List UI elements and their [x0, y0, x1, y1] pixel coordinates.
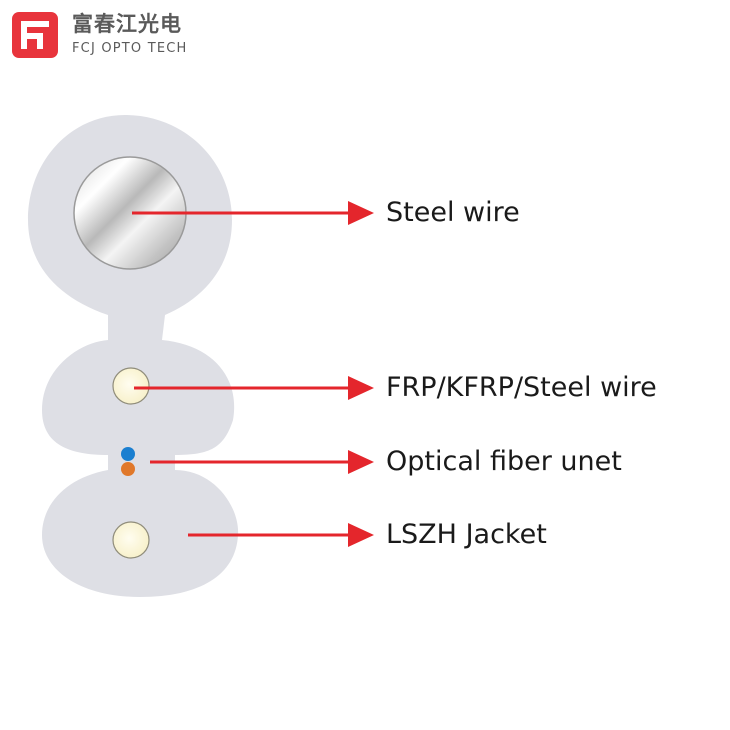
label-strength-member: FRP/KFRP/Steel wire — [386, 372, 657, 403]
optical-fiber-blue — [121, 447, 135, 461]
fcj-logo-icon — [12, 12, 58, 58]
arrow-jacket — [188, 523, 374, 547]
arrow-steel-wire — [132, 201, 374, 225]
brand-name-en: FCJ OPTO TECH — [72, 41, 188, 56]
strength-member-bottom — [112, 521, 150, 559]
brand-logo: 富春江光电 FCJ OPTO TECH — [12, 12, 188, 58]
arrow-optical-fiber — [150, 450, 374, 474]
label-optical-fiber: Optical fiber unet — [386, 446, 622, 477]
label-steel-wire: Steel wire — [386, 197, 520, 228]
arrow-strength-member — [134, 376, 374, 400]
brand-text: 富春江光电 FCJ OPTO TECH — [72, 12, 188, 58]
label-lszh-jacket: LSZH Jacket — [386, 519, 547, 550]
strength-member-top — [112, 367, 150, 405]
optical-fiber-orange — [121, 462, 135, 476]
brand-name-cn: 富春江光电 — [72, 12, 182, 36]
